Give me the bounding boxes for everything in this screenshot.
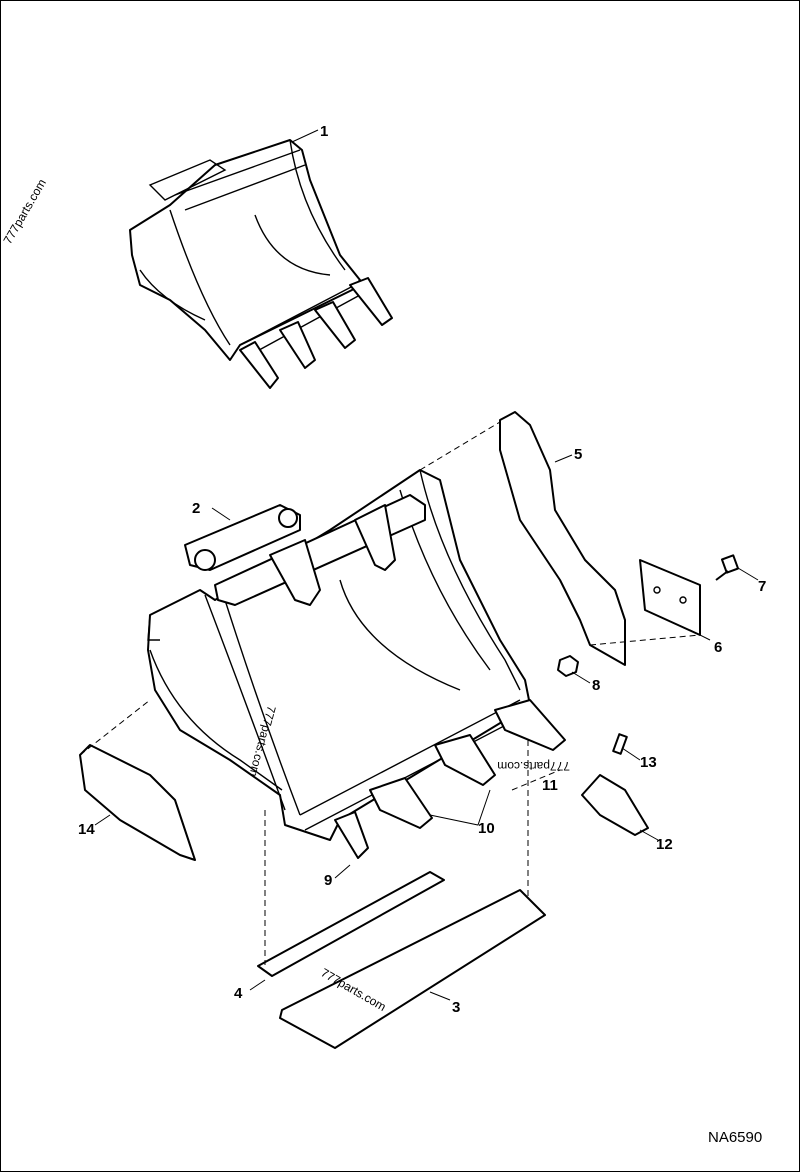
callout-3: 3 — [452, 999, 460, 1016]
drawing-code: NA6590 — [708, 1129, 762, 1146]
callout-12: 12 — [656, 836, 673, 853]
callout-1: 1 — [320, 123, 328, 140]
alignment-lines — [79, 421, 701, 965]
callout-10: 10 — [478, 820, 495, 837]
callout-5: 5 — [574, 446, 582, 463]
callouts: 1 2 3 4 5 6 7 8 9 10 11 12 13 14 — [78, 123, 766, 1016]
callout-9: 9 — [324, 872, 332, 889]
bucket-assembly-small — [129, 139, 393, 389]
pin-13 — [612, 733, 628, 755]
callout-14: 14 — [78, 821, 95, 838]
side-cutter-14 — [79, 744, 196, 861]
callout-7: 7 — [758, 578, 766, 595]
side-cutter-5 — [499, 411, 626, 666]
wear-plate-6 — [639, 559, 701, 636]
callout-2: 2 — [192, 500, 200, 517]
callout-4: 4 — [234, 985, 243, 1002]
nut-8 — [557, 655, 579, 677]
watermark-3: 777parts.com — [497, 759, 570, 773]
bucket-shell — [147, 469, 566, 859]
callout-13: 13 — [640, 754, 657, 771]
bolt-7 — [715, 554, 740, 581]
cutting-edge-4 — [257, 871, 445, 977]
tooth-12 — [581, 774, 649, 836]
callout-11: 11 — [542, 777, 558, 794]
cutting-edge-3 — [279, 889, 546, 1049]
watermark-1: 777parts.com — [0, 177, 48, 247]
callout-6: 6 — [714, 639, 722, 656]
callout-8: 8 — [592, 677, 600, 694]
leader-lines — [94, 129, 759, 1001]
